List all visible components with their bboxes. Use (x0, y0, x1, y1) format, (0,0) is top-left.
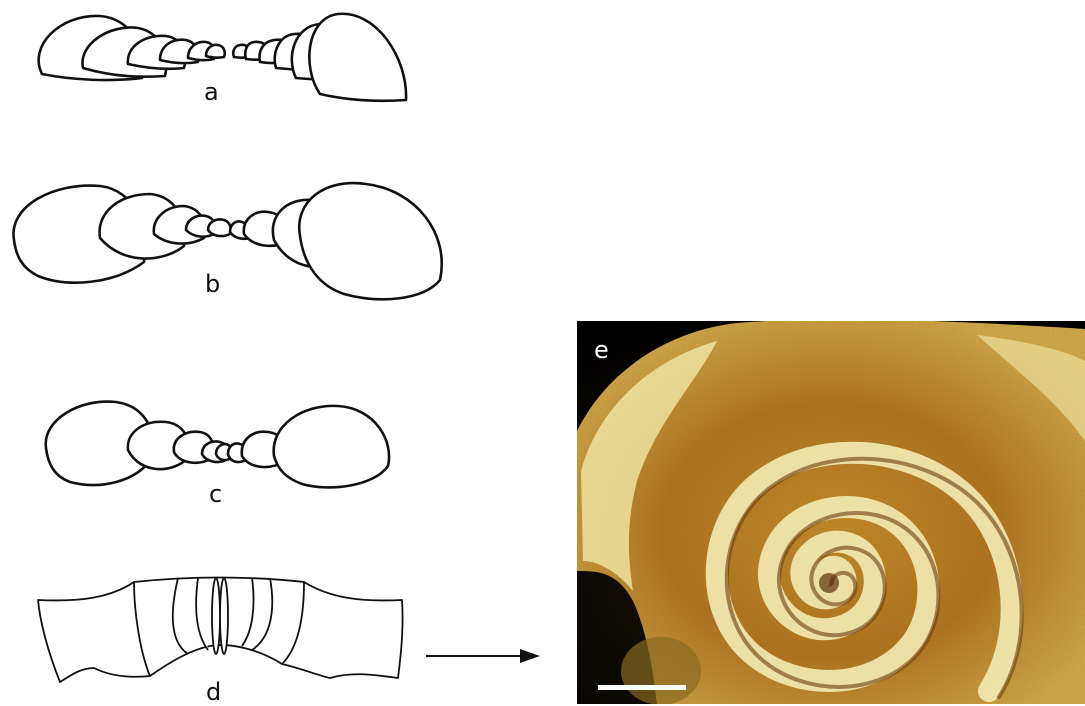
right-arrow-icon (424, 644, 544, 668)
panel-e-label: e (594, 338, 609, 362)
panel-d-label: d (206, 680, 221, 704)
panel-b-label: b (205, 272, 220, 296)
panel-a-label: a (204, 80, 219, 104)
panel-a-drawing (20, 8, 420, 108)
panel-b-drawing (4, 176, 454, 306)
panel-e-photo (577, 321, 1085, 704)
panel-c-label: c (209, 482, 222, 506)
scale-bar (598, 685, 686, 690)
panel-d-drawing (30, 572, 410, 684)
